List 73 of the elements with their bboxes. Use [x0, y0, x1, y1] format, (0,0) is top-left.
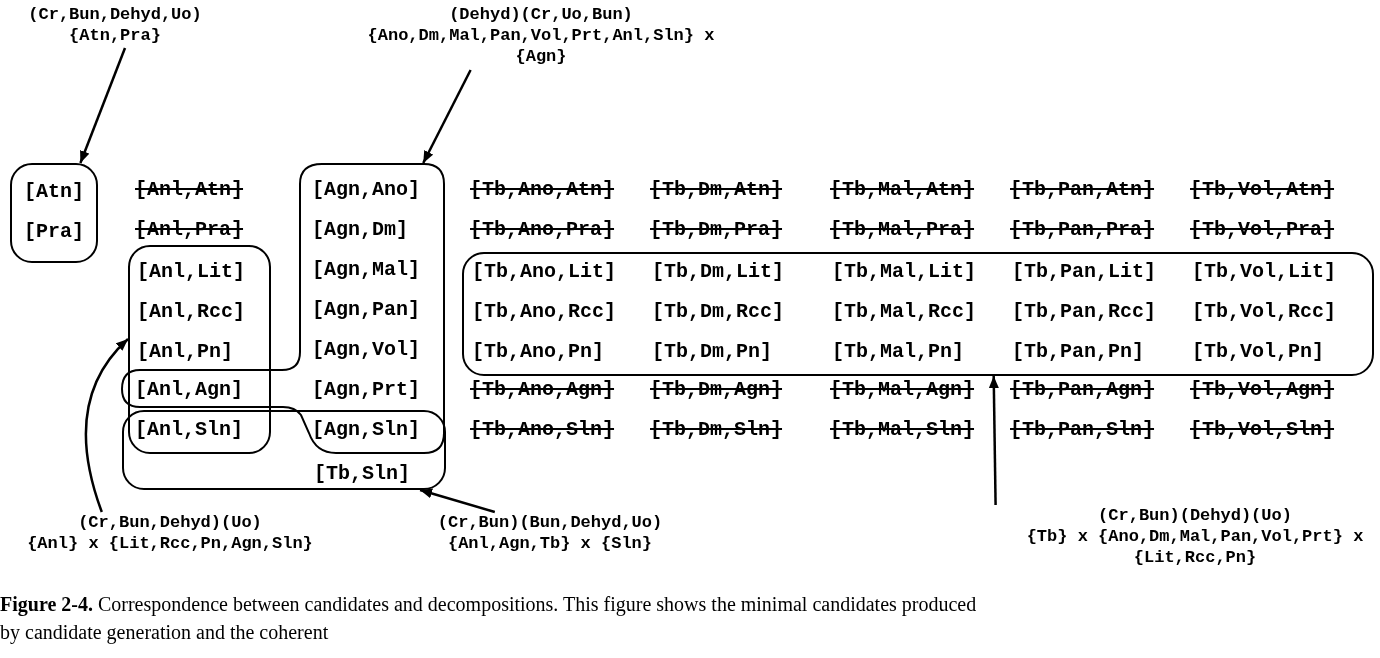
candidate-label: [Agn,Pan] — [312, 298, 421, 322]
candidate-label: [Tb,Mal,Lit] — [832, 260, 977, 284]
candidate-label: [Anl,Pra] — [135, 218, 244, 242]
candidate-label: [Tb,Ano,Sln] — [470, 418, 615, 442]
candidate-label: [Tb,Ano,Pn] — [472, 340, 605, 364]
candidate-label: [Tb,Mal,Sln] — [830, 418, 975, 442]
candidate-label: [Tb,Ano,Rcc] — [472, 300, 617, 324]
candidate-label: [Agn,Dm] — [312, 218, 408, 242]
candidate-label: [Tb,Ano,Lit] — [472, 260, 617, 284]
annotation-line: {Anl} x {Lit,Rcc,Pn,Agn,Sln} — [27, 533, 313, 554]
candidate-label: [Tb,Pan,Agn] — [1010, 378, 1155, 402]
candidate-label: [Tb,Pan,Rcc] — [1012, 300, 1157, 324]
candidate-label: [Pra] — [24, 220, 84, 244]
annotation-line: (Cr,Bun,Dehyd)(Uo) — [78, 512, 262, 533]
annotation-line: (Dehyd)(Cr,Uo,Bun) — [449, 4, 633, 25]
candidate-label: [Tb,Pan,Lit] — [1012, 260, 1157, 284]
candidate-label: [Tb,Dm,Rcc] — [652, 300, 785, 324]
candidate-label: [Agn,Prt] — [312, 378, 421, 402]
annotation-line: {Ano,Dm,Mal,Pan,Vol,Prt,Anl,Sln} x {Agn} — [366, 25, 716, 67]
candidate-label: [Tb,Ano,Atn] — [470, 178, 615, 202]
group-outline — [122, 410, 446, 490]
candidate-label: [Tb,Pan,Atn] — [1010, 178, 1155, 202]
candidate-label: [Anl,Atn] — [135, 178, 244, 202]
candidate-label: [Agn,Ano] — [312, 178, 421, 202]
group-outline — [121, 163, 446, 455]
figure-caption: Figure 2-4. Correspondence between candidates and decompositions. This figure shows the minimal candidates produced by candidate generation and the coherent — [0, 592, 978, 646]
candidate-label: [Tb,Pan,Pn] — [1012, 340, 1145, 364]
group-outline — [462, 252, 1374, 376]
candidate-label: [Tb,Mal,Pn] — [832, 340, 965, 364]
annotation-line: {Anl,Agn,Tb} x {Sln} — [447, 533, 652, 554]
group-outline — [10, 163, 98, 263]
annotation-line: (Cr,Bun)(Dehyd)(Uo) — [1098, 505, 1292, 526]
candidate-label: [Anl,Sln] — [135, 418, 244, 442]
candidate-label: [Anl,Agn] — [135, 378, 244, 402]
candidate-label: [Tb,Vol,Atn] — [1190, 178, 1335, 202]
candidate-label: [Tb,Ano,Pra] — [470, 218, 615, 242]
candidate-label: [Agn,Vol] — [312, 338, 421, 362]
candidate-label: [Tb,Vol,Pn] — [1192, 340, 1325, 364]
candidate-label: [Tb,Vol,Sln] — [1190, 418, 1335, 442]
candidate-label: [Tb,Dm,Atn] — [650, 178, 783, 202]
candidate-label: [Tb,Dm,Pn] — [652, 340, 773, 364]
candidate-label: [Tb,Sln] — [314, 462, 410, 486]
candidate-label: [Tb,Mal,Atn] — [830, 178, 975, 202]
arrow — [79, 47, 127, 164]
annotation-line: {Atn,Pra} — [69, 25, 161, 46]
candidate-label: [Tb,Dm,Sln] — [650, 418, 783, 442]
arrow — [84, 338, 129, 513]
candidate-label: [Atn] — [24, 180, 84, 204]
arrow — [422, 69, 472, 164]
candidate-label: [Tb,Dm,Lit] — [652, 260, 785, 284]
candidate-label: [Tb,Dm,Pra] — [650, 218, 783, 242]
arrow — [419, 488, 496, 514]
candidate-label: [Tb,Ano,Agn] — [470, 378, 615, 402]
annotation-line: (Cr,Bun)(Bun,Dehyd,Uo) — [437, 512, 663, 533]
candidate-label: [Tb,Mal,Rcc] — [832, 300, 977, 324]
candidate-label: [Agn,Mal] — [312, 258, 421, 282]
candidate-label: [Anl,Rcc] — [137, 300, 246, 324]
candidate-label: [Tb,Dm,Agn] — [650, 378, 783, 402]
candidate-label: [Tb,Vol,Lit] — [1192, 260, 1337, 284]
candidate-label: [Anl,Pn] — [137, 340, 233, 364]
group-outline — [128, 245, 271, 454]
candidate-label: [Tb,Vol,Agn] — [1190, 378, 1335, 402]
candidate-label: [Tb,Pan,Pra] — [1010, 218, 1155, 242]
candidate-label: [Tb,Mal,Pra] — [830, 218, 975, 242]
annotation-line: (Cr,Bun,Dehyd,Uo) — [28, 4, 202, 25]
candidate-label: [Tb,Pan,Sln] — [1010, 418, 1155, 442]
annotation-line: {Tb} x {Ano,Dm,Mal,Pan,Vol,Prt} x {Lit,Rcc,Pn} — [1025, 526, 1365, 568]
candidate-label: [Anl,Lit] — [137, 260, 246, 284]
candidate-label: [Tb,Vol,Rcc] — [1192, 300, 1337, 324]
candidate-label: [Tb,Mal,Agn] — [830, 378, 975, 402]
candidate-label: [Tb,Vol,Pra] — [1190, 218, 1335, 242]
candidate-label: [Agn,Sln] — [312, 418, 421, 442]
arrow — [988, 376, 999, 505]
